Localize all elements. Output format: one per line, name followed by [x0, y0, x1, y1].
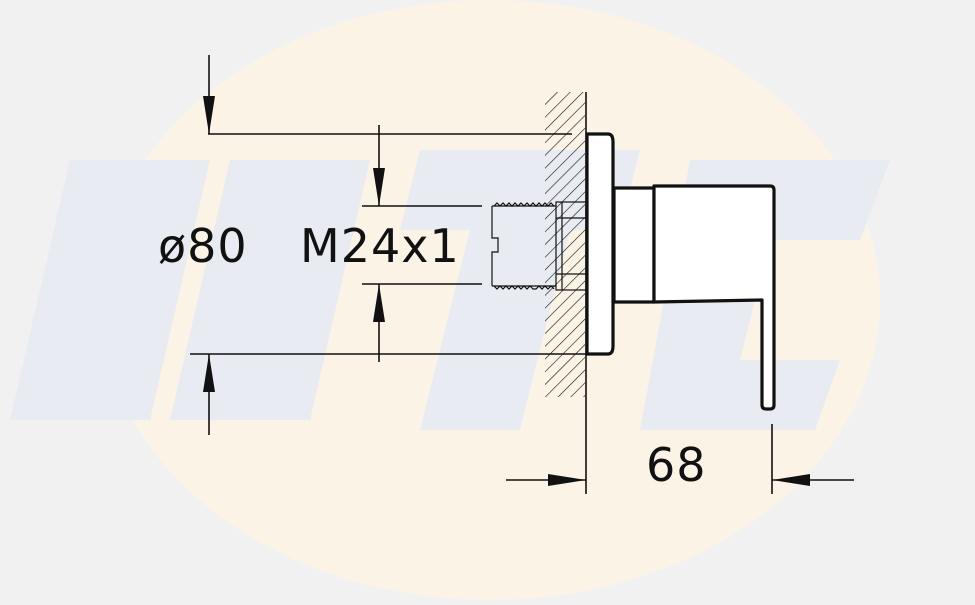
- depth-label: 68: [646, 438, 707, 492]
- depth-dimension: 68: [506, 397, 854, 494]
- mixer-lever: [612, 184, 776, 411]
- threaded-spindle: [491, 201, 587, 291]
- thread-label: M24x1: [300, 219, 460, 273]
- diameter-dimension: ø80: [158, 55, 600, 435]
- thread-dimension: M24x1: [300, 125, 482, 362]
- diameter-label: ø80: [158, 219, 248, 273]
- rosette: [585, 132, 615, 356]
- watermark: [10, 0, 890, 600]
- wall: [545, 92, 587, 397]
